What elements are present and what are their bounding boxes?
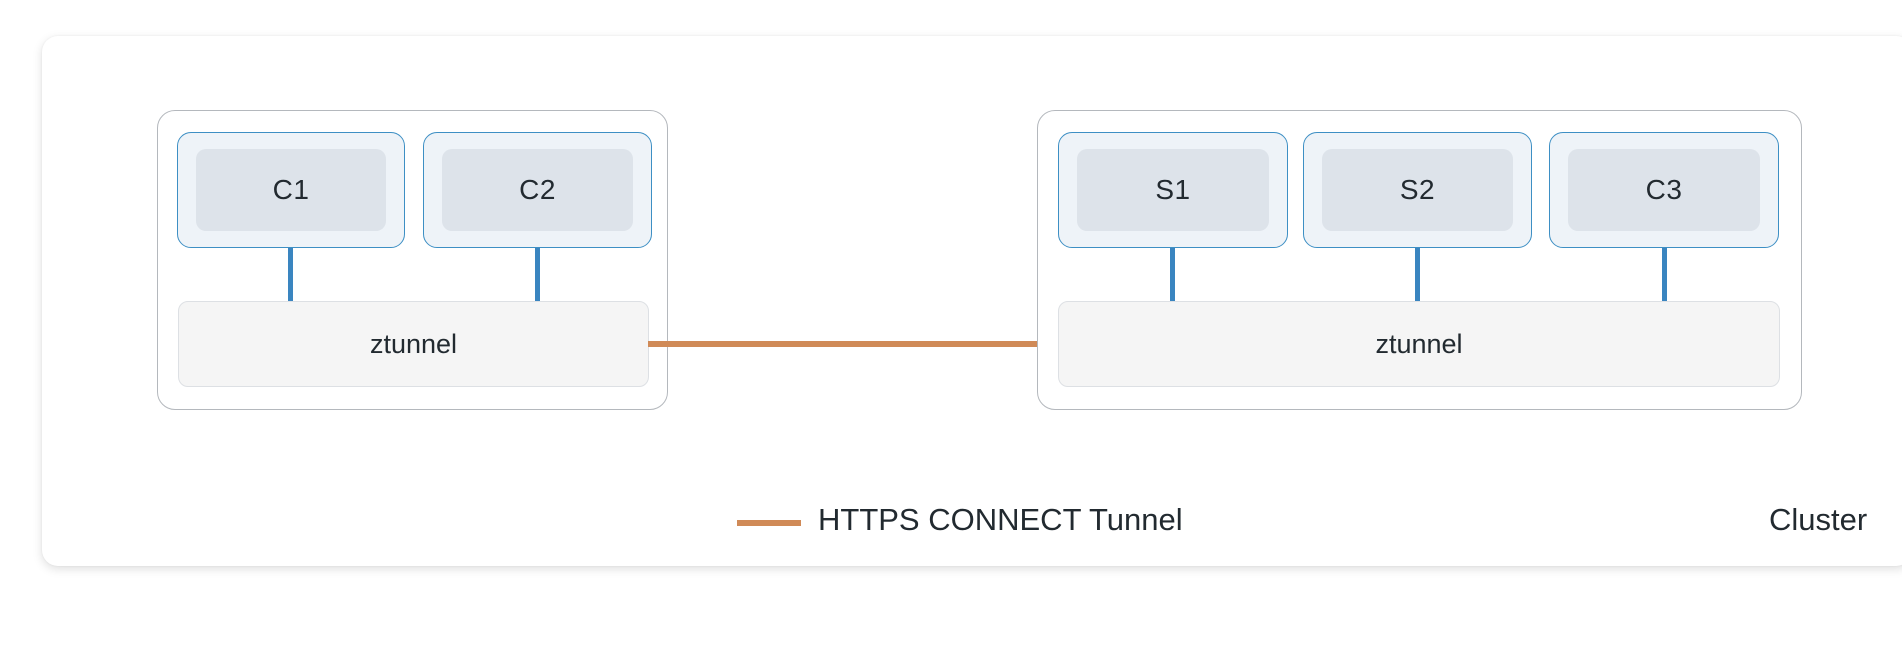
pod-c3-label: C3 [1568, 149, 1760, 231]
pod-c2-connector [535, 248, 540, 302]
pod-c1-connector [288, 248, 293, 302]
pod-c1: C1 [177, 132, 405, 248]
legend-swatch [737, 520, 801, 526]
pod-c2-label: C2 [442, 149, 633, 231]
pod-c2: C2 [423, 132, 652, 248]
pod-c1-label: C1 [196, 149, 386, 231]
pod-s1-label: S1 [1077, 149, 1269, 231]
ztunnel-left: ztunnel [178, 301, 649, 387]
legend-label: HTTPS CONNECT Tunnel [818, 502, 1183, 537]
pod-c3-connector [1662, 248, 1667, 302]
https-connect-tunnel-line [648, 341, 1060, 347]
ztunnel-right: ztunnel [1058, 301, 1780, 387]
pod-s2: S2 [1303, 132, 1532, 248]
pod-s1-connector [1170, 248, 1175, 302]
pod-s2-label: S2 [1322, 149, 1513, 231]
cluster-label: Cluster [1769, 502, 1868, 537]
pod-c3: C3 [1549, 132, 1779, 248]
pod-s2-connector [1415, 248, 1420, 302]
pod-s1: S1 [1058, 132, 1288, 248]
